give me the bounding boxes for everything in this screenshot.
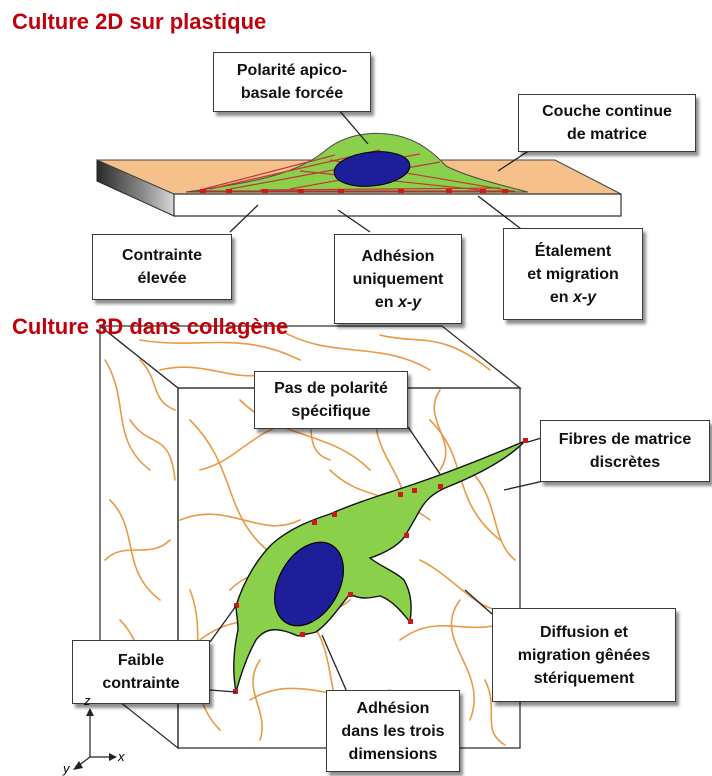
callout-forced-polarity: Polarité apico- basale forcée bbox=[213, 52, 371, 112]
axis-label-z: z bbox=[84, 693, 91, 708]
title-2d-culture: Culture 2D sur plastique bbox=[12, 10, 266, 34]
callout-low-stress: Faible contrainte bbox=[72, 640, 210, 704]
callout-discrete-fibers: Fibres de matrice discrètes bbox=[540, 420, 710, 482]
axis-label-y: y bbox=[63, 761, 70, 776]
callout-continuous-matrix: Couche continue de matrice bbox=[518, 94, 696, 152]
callout-3d-adhesion: Adhésion dans les trois dimensions bbox=[326, 690, 460, 772]
callout-no-polarity: Pas de polarité spécifique bbox=[254, 371, 408, 429]
axis-label-x: x bbox=[118, 749, 125, 764]
callout-high-stress: Contrainte élevée bbox=[92, 234, 232, 300]
title-3d-culture: Culture 3D dans collagène bbox=[12, 315, 288, 339]
axes-icon bbox=[73, 708, 117, 770]
callout-xy-adhesion: Adhésion uniquement en x-y bbox=[334, 234, 462, 324]
callout-xy-migration: Étalement et migration en x-y bbox=[503, 228, 643, 320]
callout-steric-migration: Diffusion et migration gênées stériqueme… bbox=[492, 608, 676, 702]
